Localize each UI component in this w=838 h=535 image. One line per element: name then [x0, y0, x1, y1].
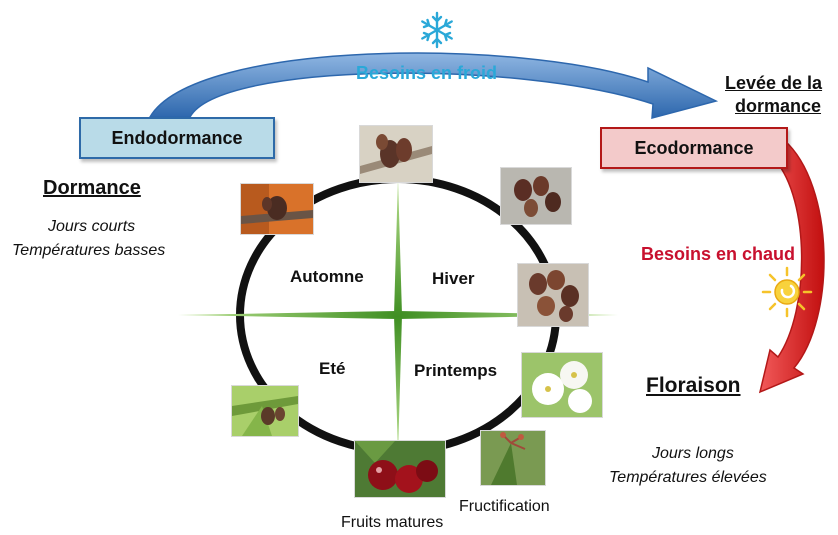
snowflake-icon — [421, 11, 453, 49]
photo-bud-autumn — [240, 183, 314, 235]
flowering-title: Floraison — [646, 374, 741, 397]
fruit-set-caption: Fructification — [459, 498, 550, 515]
cold-needs-label: Besoins en froid — [356, 63, 498, 83]
photo-bud-winter-1 — [500, 167, 572, 225]
autumn-bud-image — [241, 184, 313, 234]
vertical-axis — [394, 178, 402, 455]
bud-image — [360, 126, 432, 182]
photo-ripe-fruits — [354, 440, 446, 498]
photo-flowers-spring — [521, 352, 603, 418]
season-autumn: Automne — [290, 267, 364, 286]
cold-needs-arrow — [148, 52, 719, 119]
winter-bud-image — [501, 168, 571, 224]
dormancy-low-temperatures: Températures basses — [12, 242, 166, 259]
flowering-high-temperatures: Températures élevées — [609, 469, 767, 486]
photo-bud-winter-2 — [517, 263, 589, 327]
dormancy-release-line1: Levée de la — [725, 73, 823, 93]
season-winter: Hiver — [432, 269, 475, 288]
ripe-fruits-caption: Fruits matures — [341, 514, 444, 531]
photo-bud-top — [359, 125, 433, 183]
photo-fruit-set — [480, 430, 546, 486]
ecodormance-box: Ecodormance — [600, 127, 788, 169]
endodormance-box: Endodormance — [79, 117, 275, 159]
dormancy-release-line2: dormance — [735, 96, 822, 116]
photo-bud-summer — [231, 385, 299, 437]
season-spring: Printemps — [414, 361, 498, 380]
heat-needs-arrow — [758, 138, 825, 394]
fruit-set-image — [481, 431, 545, 485]
dormancy-short-days: Jours courts — [48, 218, 136, 235]
blossom-image — [522, 353, 602, 417]
flowering-long-days: Jours longs — [652, 445, 734, 462]
sun-icon — [761, 266, 813, 318]
cherries-image — [355, 441, 445, 497]
dormancy-title: Dormance — [43, 177, 141, 199]
heat-needs-label: Besoins en chaud — [641, 244, 796, 264]
summer-bud-image — [232, 386, 298, 436]
season-summer: Eté — [319, 359, 346, 378]
swelling-bud-image — [518, 264, 588, 326]
